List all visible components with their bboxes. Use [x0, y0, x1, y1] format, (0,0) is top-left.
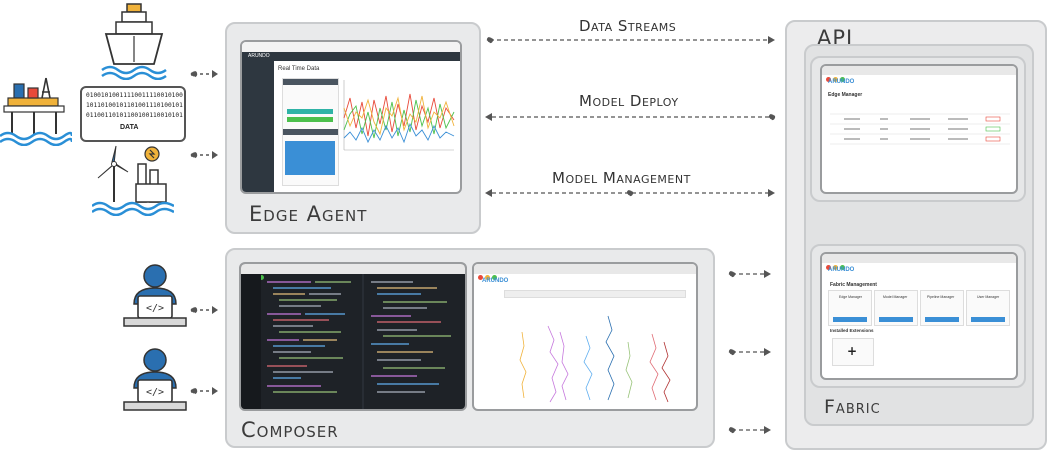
- fabric-management-screen: ARUNDO Fabric Management Edge Manager Mo…: [820, 252, 1018, 380]
- manager-card[interactable]: Pipeline Manager: [920, 290, 964, 326]
- ship-icon: [101, 3, 167, 80]
- brand-logo: ARUNDO: [482, 278, 509, 284]
- window-titlebar: [822, 66, 1016, 82]
- edge-left-column: [282, 78, 339, 186]
- fabric-management-title: Fabric Management: [830, 282, 877, 288]
- data-label: DATA: [120, 124, 139, 131]
- edge-agent-screen: ARUNDO Real Time Data: [240, 40, 462, 194]
- window-titlebar: [474, 264, 696, 280]
- binary-line: 10110100101101001110100101: [86, 102, 183, 109]
- binary-line: 01100110101100100110010101: [86, 112, 183, 119]
- edge-agent-label: Edge Agent: [249, 202, 368, 226]
- brand-logo: ARUNDO: [248, 53, 270, 59]
- model-deploy-label: Model Deploy: [579, 92, 679, 110]
- window-titlebar: [241, 264, 465, 280]
- window-titlebar: [242, 42, 460, 58]
- source-arrows: [190, 70, 218, 395]
- tab-bar: [504, 290, 686, 298]
- plus-icon: +: [847, 344, 858, 358]
- manager-card[interactable]: Model Manager: [874, 290, 918, 326]
- edge-manager-table: [830, 113, 1010, 145]
- binary-line: 01001010011110011110010100: [86, 92, 183, 99]
- edge-sidebar: [242, 61, 274, 192]
- well-log-plot: [519, 315, 671, 403]
- edge-page-title: Real Time Data: [278, 66, 320, 72]
- edge-manager-title: Edge Manager: [828, 92, 863, 98]
- edge-manager-screen: ARUNDO Edge Manager: [820, 64, 1018, 194]
- flow-arrows: [485, 36, 776, 197]
- edge-topbar: ARUNDO: [242, 52, 460, 61]
- composer-code-screen: [239, 262, 467, 411]
- add-extension-card[interactable]: +: [832, 338, 874, 366]
- brand-logo: ARUNDO: [828, 267, 855, 273]
- composer-to-fabric-arrows: [728, 270, 771, 434]
- svg-text:</>: </>: [146, 303, 164, 314]
- fabric-label: Fabric: [824, 396, 881, 418]
- edge-teal-button[interactable]: [287, 109, 333, 114]
- code-editor: [241, 274, 451, 409]
- data-card: 01001010011110011110010100 1011010010110…: [80, 86, 186, 142]
- window-titlebar: [822, 254, 1016, 270]
- manager-card[interactable]: User Manager: [966, 290, 1010, 326]
- composer-label: Composer: [241, 418, 339, 442]
- manager-card[interactable]: Edge Manager: [828, 290, 872, 326]
- installed-extensions-label: Installed Extensions: [830, 328, 874, 333]
- svg-text:</>: </>: [146, 387, 164, 398]
- edge-green-button[interactable]: [287, 117, 333, 122]
- edge-list-blue: [285, 141, 335, 175]
- developer-icon: </>: [123, 264, 187, 327]
- developer-icon: </>: [123, 348, 187, 411]
- data-streams-label: Data Streams: [579, 17, 677, 35]
- brand-logo: ARUNDO: [828, 79, 855, 85]
- edge-realtime-chart: [343, 80, 455, 151]
- wind-turbine-factory-icon: [92, 145, 174, 216]
- model-management-label: Model Management: [552, 169, 691, 187]
- composer-plot-screen: ARUNDO: [472, 262, 698, 411]
- oil-rig-icon: [0, 77, 72, 146]
